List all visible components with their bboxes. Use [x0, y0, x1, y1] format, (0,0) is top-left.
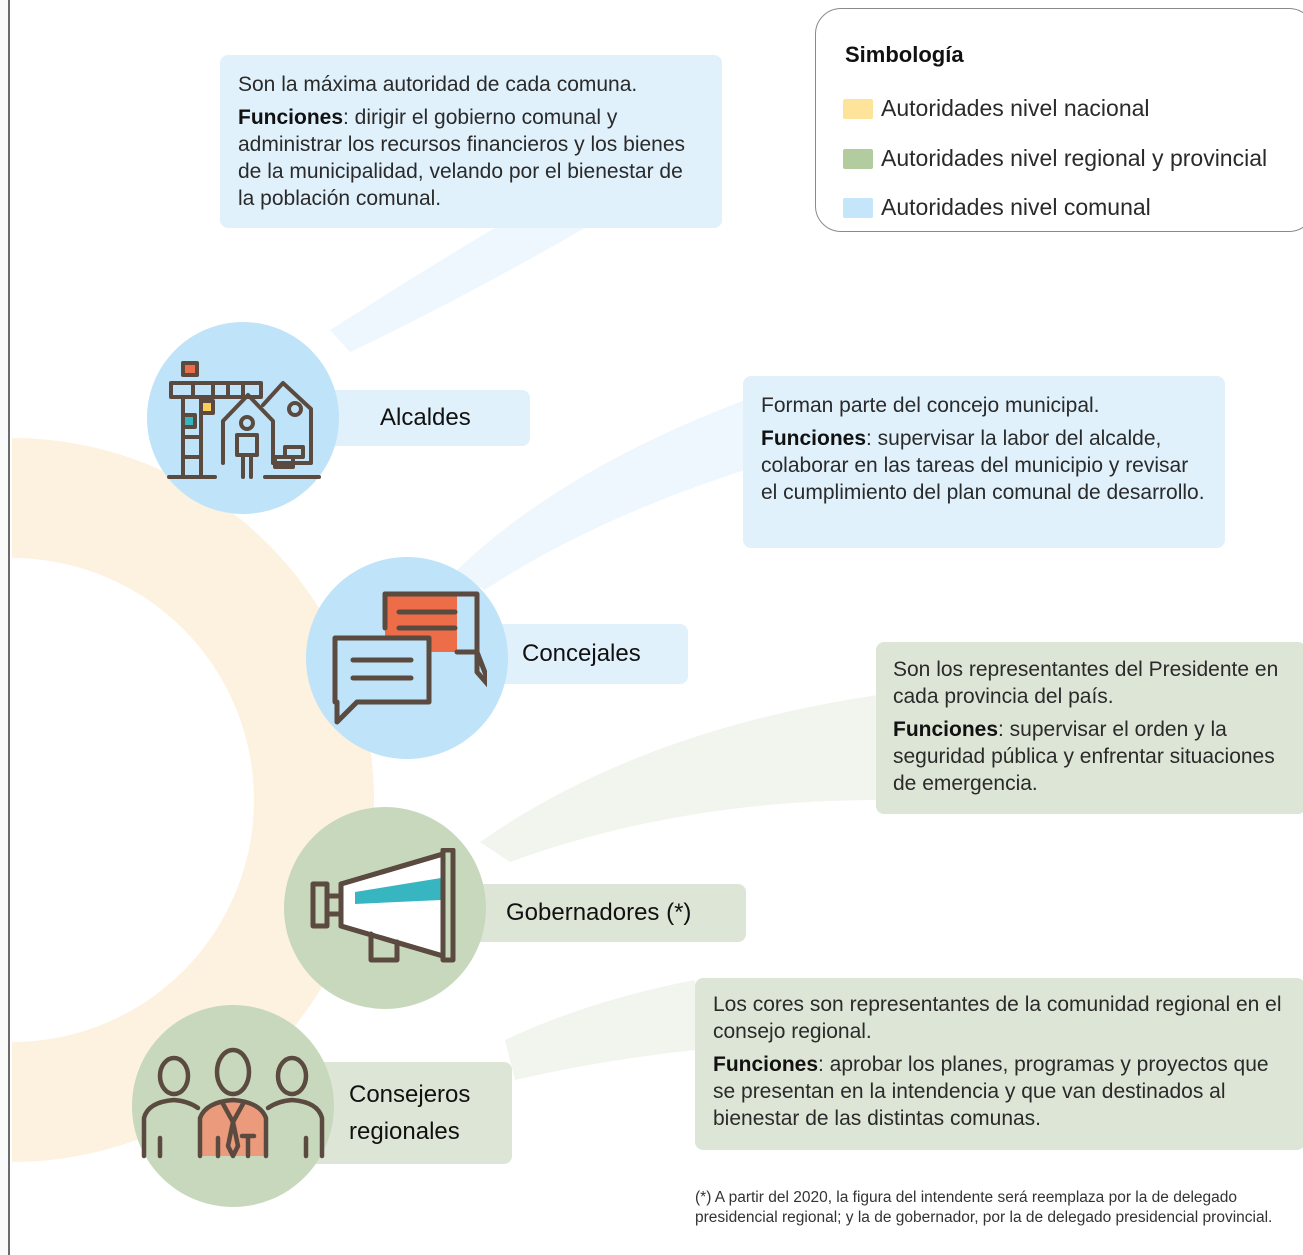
legend-item-regional: Autoridades nivel regional y provincial: [843, 145, 1267, 172]
gobernadores-icon-circle: [284, 807, 486, 1009]
gobernadores-name-label: Gobernadores (*): [440, 884, 746, 942]
legend-item-label: Autoridades nivel comunal: [881, 194, 1151, 220]
legend-swatch-yellow: [843, 98, 873, 119]
megaphone-icon: [310, 848, 456, 963]
group-people-icon: [141, 1047, 325, 1159]
national-level-arc: [12, 438, 374, 1162]
gobernadores-name: Gobernadores (*): [506, 899, 692, 926]
legend-item-comunal: Autoridades nivel comunal: [843, 194, 1151, 221]
consejeros-functions-body: : aprobar los planes, programas y proyec…: [713, 1053, 1269, 1130]
gobernadores-lead-text: Son los representantes del Presidente en…: [893, 658, 1279, 708]
functions-label: Funciones: [238, 106, 344, 129]
consejeros-description-box: Los cores son representantes de la comun…: [695, 978, 1303, 1150]
legend-item-label: Autoridades nivel nacional: [881, 95, 1150, 121]
concejales-name: Concejales: [522, 640, 641, 667]
consejeros-functions-text: Funciones: aprobar los planes, programas…: [713, 1051, 1291, 1132]
concejales-functions-body: : supervisar la labor del alcalde, colab…: [761, 427, 1205, 504]
concejales-lead-text: Forman parte del concejo municipal.: [761, 394, 1100, 417]
ray-consejeros: [505, 980, 695, 1080]
alcaldes-name-label: Alcaldes: [320, 390, 530, 446]
alcaldes-lead-text: Son la máxima autoridad de cada comuna.: [238, 73, 638, 96]
consejeros-name: Consejeros regionales: [349, 1081, 471, 1145]
city-construction-icon: [167, 361, 321, 479]
legend-title: Simbología: [845, 42, 964, 67]
chat-bubbles-icon: [332, 591, 487, 725]
ray-concejales: [455, 400, 745, 590]
functions-label: Funciones: [761, 427, 867, 450]
gobernadores-description-box: Son los representantes del Presidente en…: [876, 642, 1303, 814]
functions-label: Funciones: [713, 1053, 819, 1076]
legend-box: Simbología Autoridades nivel nacional Au…: [815, 8, 1303, 232]
alcaldes-functions-body: : dirigir el gobierno comunal y administ…: [238, 106, 686, 210]
alcaldes-icon-circle: [147, 322, 339, 514]
gobernadores-functions-text: Funciones: supervisar el orden y la segu…: [893, 716, 1292, 797]
alcaldes-description-box: Son la máxima autoridad de cada comuna. …: [220, 55, 722, 228]
ray-gobernadores: [480, 695, 878, 862]
alcaldes-functions-text: Funciones: dirigir el gobierno comunal y…: [238, 104, 704, 212]
legend-swatch-green: [843, 148, 873, 169]
alcaldes-name: Alcaldes: [380, 404, 471, 431]
consejeros-lead-text: Los cores son representantes de la comun…: [713, 993, 1282, 1043]
gobernadores-functions-body: : supervisar el orden y la seguridad púb…: [893, 718, 1275, 795]
footnote: (*) A partir del 2020, la figura del int…: [695, 1189, 1273, 1226]
concejales-description-box: Forman parte del concejo municipal. Func…: [743, 376, 1225, 548]
consejeros-icon-circle: [132, 1005, 334, 1207]
legend-swatch-blue: [843, 197, 873, 218]
functions-label: Funciones: [893, 718, 999, 741]
legend-item-nacional: Autoridades nivel nacional: [843, 95, 1150, 122]
ray-alcaldes: [330, 225, 590, 352]
legend-item-label: Autoridades nivel regional y provincial: [881, 145, 1268, 171]
concejales-icon-circle: [306, 557, 508, 759]
page-frame-border: [0, 0, 10, 1255]
concejales-functions-text: Funciones: supervisar la labor del alcal…: [761, 425, 1207, 506]
